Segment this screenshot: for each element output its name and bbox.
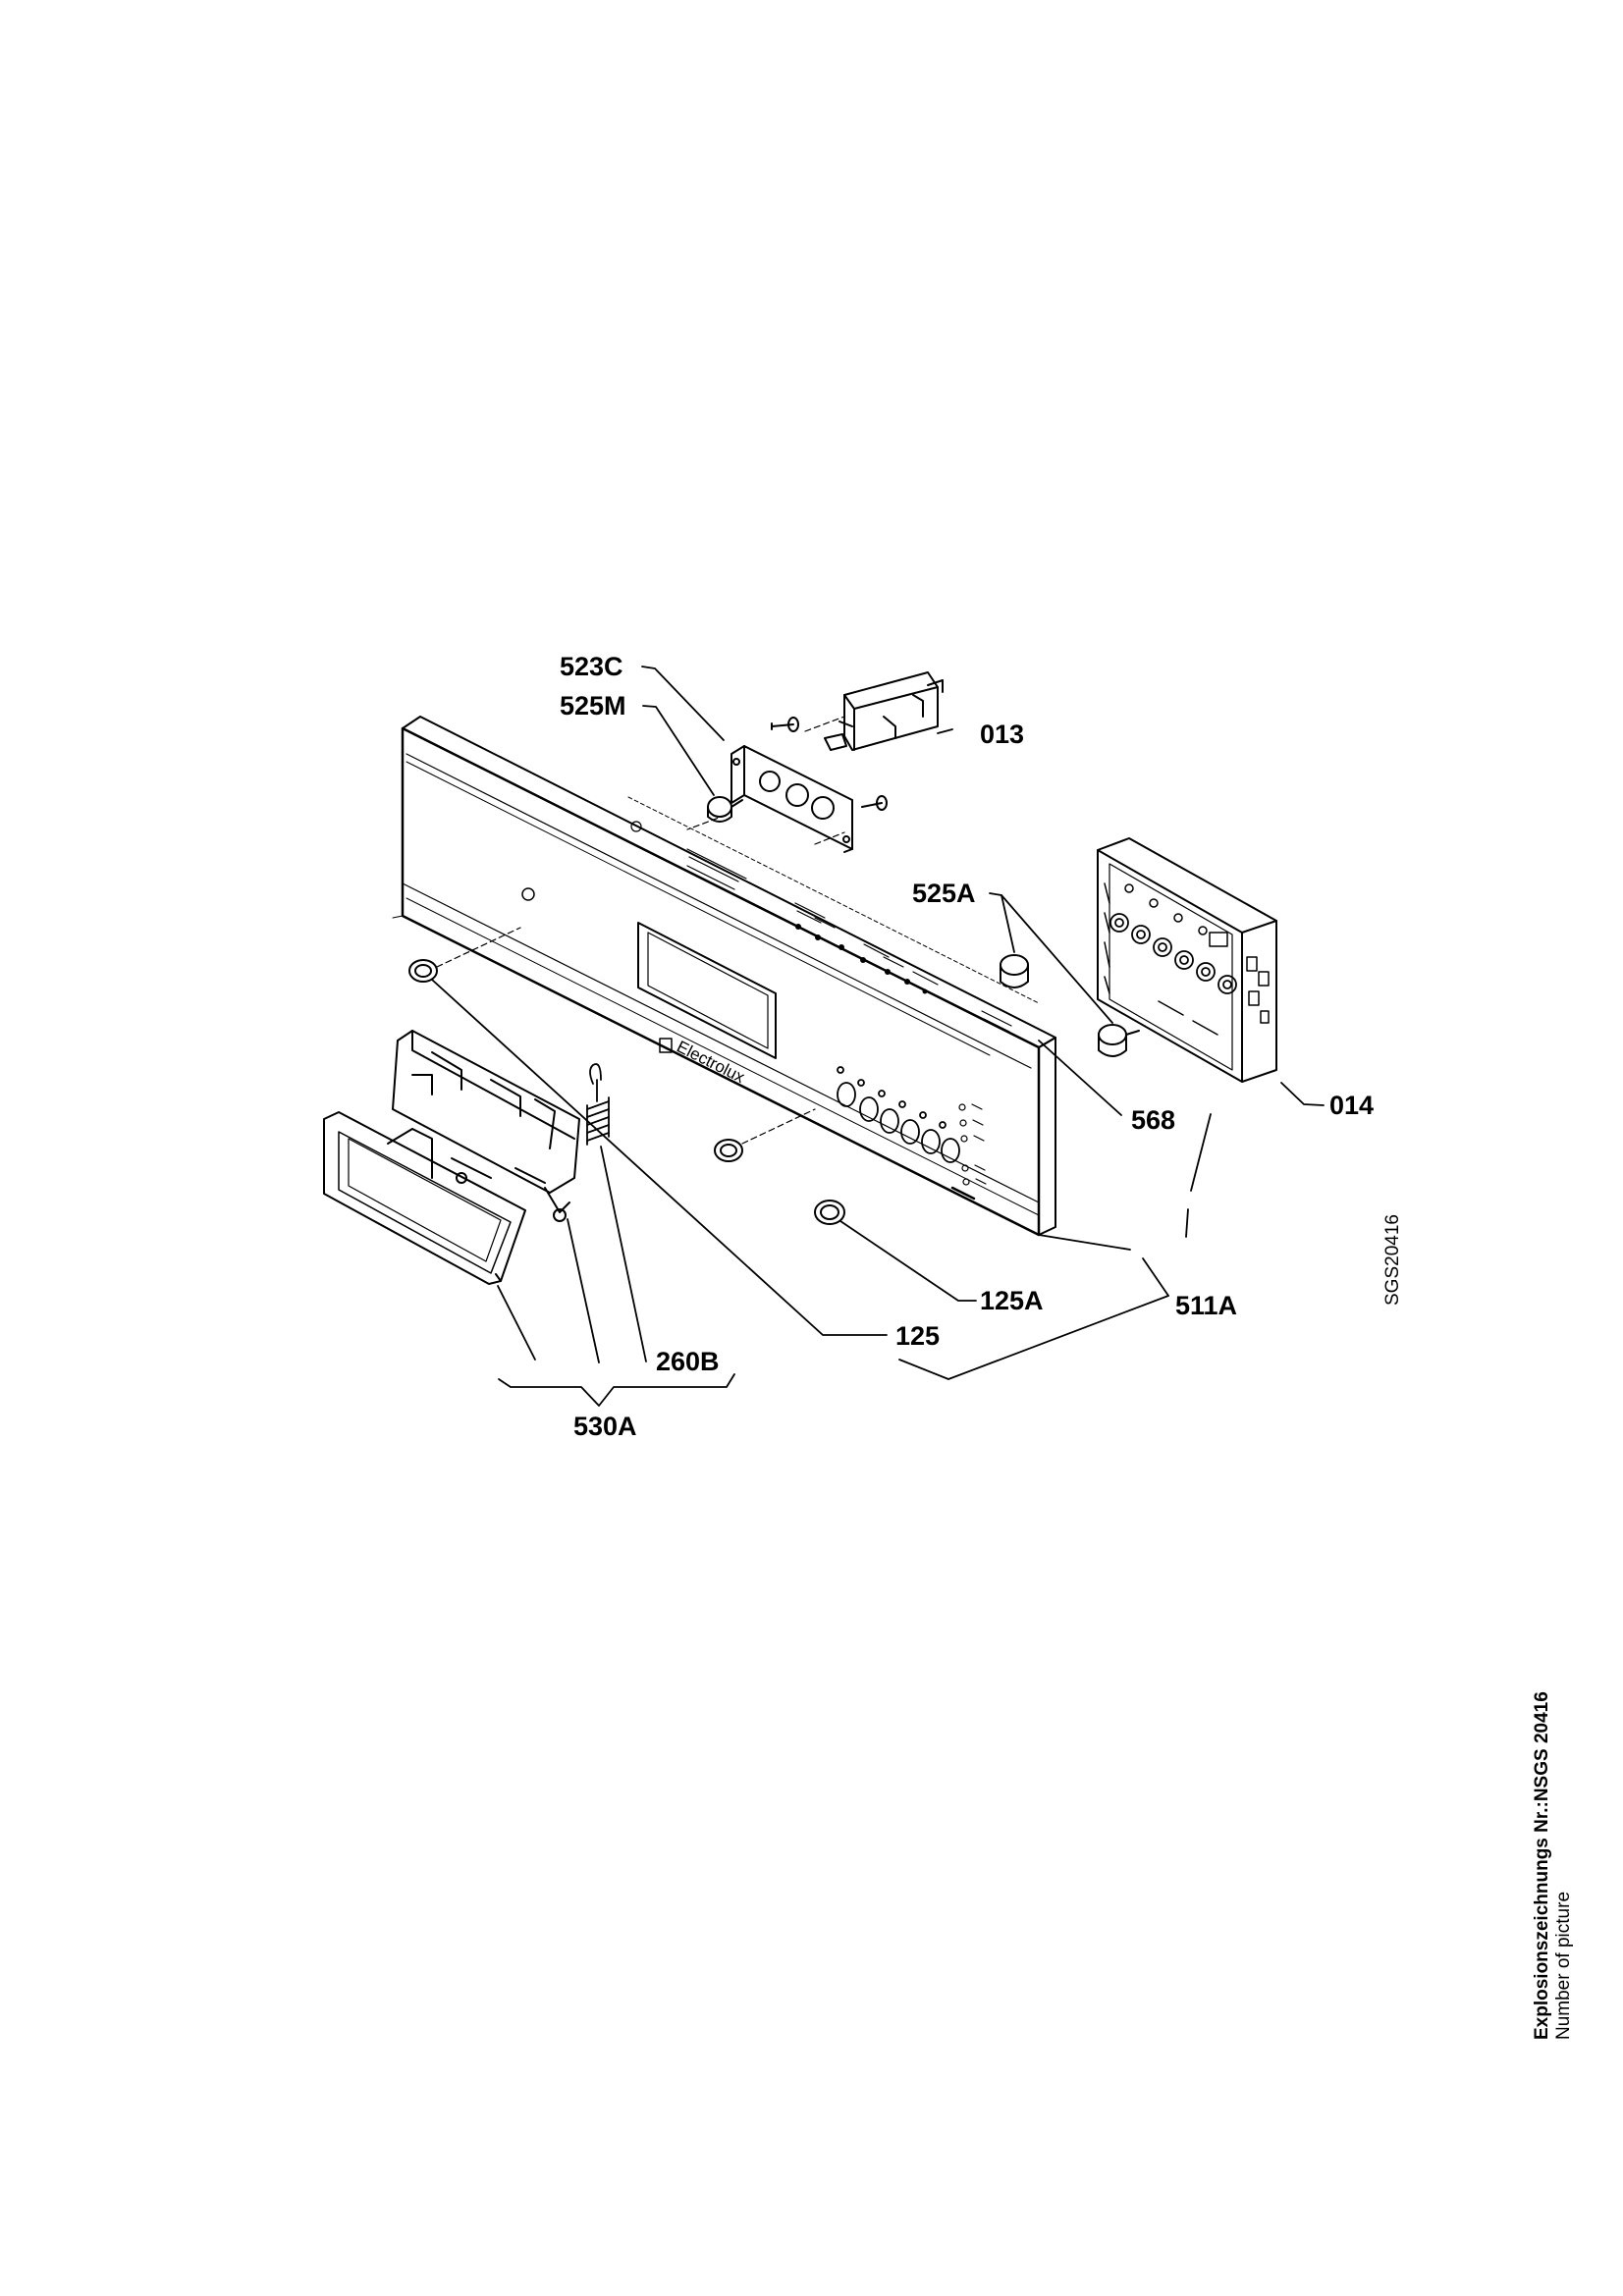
label-125A: 125A [980, 1286, 1044, 1315]
electronic-module [1097, 837, 1277, 1083]
label-525M: 525M [560, 691, 626, 721]
label-530A: 530A [573, 1412, 637, 1441]
switch-assembly [686, 671, 944, 853]
control-panel [392, 716, 1056, 1237]
label-260B: 260B [656, 1347, 720, 1376]
label-125: 125 [895, 1321, 941, 1351]
footer-title: Explosionszeichnungs Nr.:NSGS 20416 [1532, 1691, 1552, 2040]
footer-block: Explosionszeichnungs Nr.:NSGS 20416 Numb… [1532, 1691, 1575, 2040]
label-568: 568 [1131, 1105, 1176, 1135]
door-handle-assembly [323, 1030, 610, 1285]
drawing-code: SGS20416 [1382, 1214, 1403, 1306]
footer-subtitle: Number of picture [1553, 1891, 1574, 2040]
light-pipes [408, 927, 845, 1225]
label-014: 014 [1329, 1091, 1375, 1120]
label-523C: 523C [560, 652, 623, 681]
label-511A: 511A [1175, 1291, 1238, 1320]
label-013: 013 [980, 720, 1025, 749]
push-buttons [1000, 954, 1140, 1057]
panel-brand-text: Electrolux [674, 1038, 748, 1088]
leader-lines [431, 666, 1325, 1407]
label-525A: 525A [912, 879, 976, 908]
